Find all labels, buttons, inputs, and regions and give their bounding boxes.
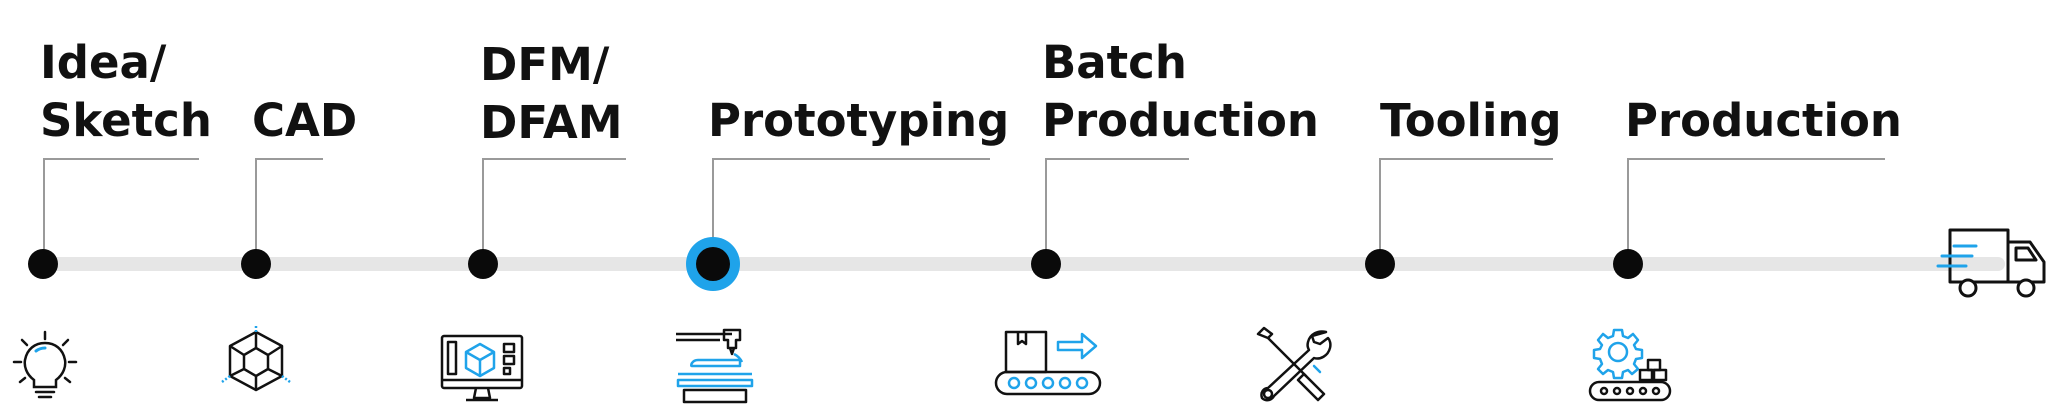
3d-printer-icon (674, 328, 754, 409)
stage-label-line: Batch (1042, 36, 1187, 89)
stage-label-line: Idea/ (40, 36, 167, 89)
stage-label-line: DFM/ (480, 38, 610, 91)
delivery-truck-icon (1936, 224, 2046, 307)
stage-label-batch-production: Batch Production (1042, 34, 1319, 150)
stage-node-cad (241, 249, 271, 279)
cube-wireframe-icon (218, 326, 294, 401)
stage-node-tooling (1365, 249, 1395, 279)
wrench-screwdriver-icon (1254, 326, 1332, 409)
connector-tooling (1379, 158, 1553, 252)
connector-prototyping (712, 158, 990, 240)
stage-node-idea-sketch (28, 249, 58, 279)
stage-label-production: Production (1625, 92, 1902, 150)
stage-label-cad: CAD (252, 92, 357, 150)
stage-node-batch-production (1031, 249, 1061, 279)
stage-label-line: Sketch (40, 94, 212, 147)
stage-label-dfm-dfam: DFM/ DFAM (480, 36, 623, 152)
stage-label-line: Tooling (1380, 94, 1562, 147)
stage-label-idea-sketch: Idea/ Sketch (40, 34, 212, 150)
stage-label-line: Production (1625, 94, 1902, 147)
monitor-design-icon (440, 334, 524, 409)
connector-dfm-dfam (482, 158, 626, 252)
timeline-track (40, 257, 2005, 271)
stage-label-line: CAD (252, 94, 358, 147)
connector-batch-production (1045, 158, 1189, 252)
connector-production (1627, 158, 1885, 252)
stage-node-production (1613, 249, 1643, 279)
gear-conveyor-icon (1588, 326, 1672, 409)
stage-label-prototyping: Prototyping (708, 92, 1009, 150)
connector-cad (255, 158, 323, 252)
lightbulb-icon (12, 330, 78, 409)
conveyor-box-icon (994, 328, 1104, 403)
stage-label-line: Production (1042, 94, 1319, 147)
connector-idea-sketch (43, 158, 199, 252)
stage-label-tooling: Tooling (1380, 92, 1562, 150)
stage-label-line: DFAM (480, 96, 623, 149)
stage-label-line: Prototyping (708, 94, 1010, 147)
stage-node-prototyping (696, 247, 730, 281)
stage-node-dfm-dfam (468, 249, 498, 279)
